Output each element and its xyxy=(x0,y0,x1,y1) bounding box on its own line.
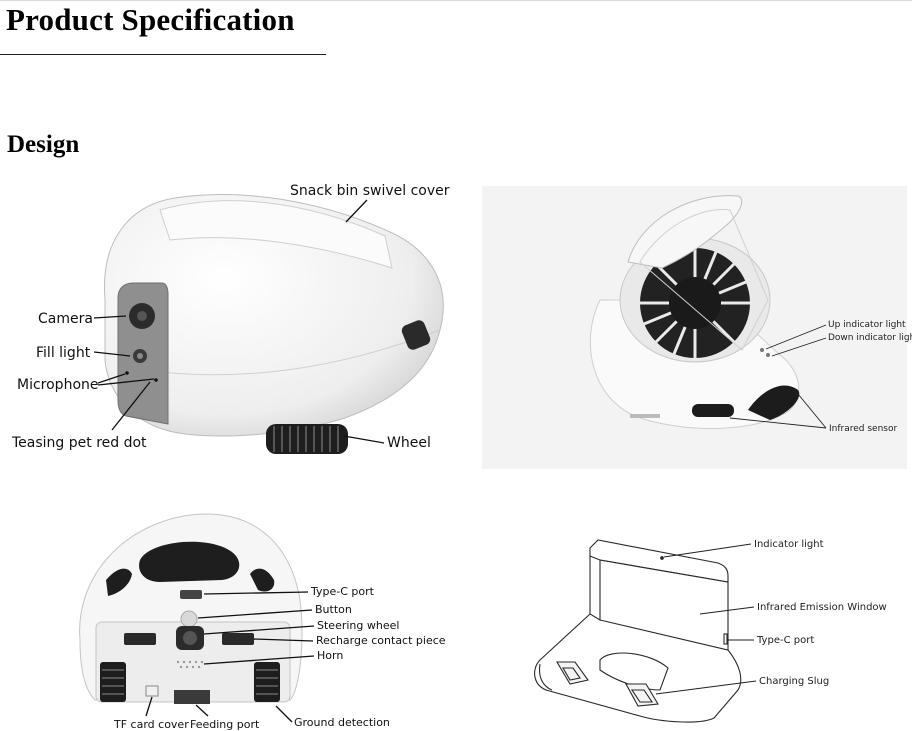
label-feeding-port: Feeding port xyxy=(190,718,260,731)
title-underline xyxy=(0,54,326,55)
leader-button xyxy=(197,609,313,619)
label-down-indicator-light: Down indicator light xyxy=(828,333,912,343)
figure-dock-view: Indicator light Infrared Emission Window… xyxy=(534,539,887,723)
label-type-c-port: Type-C port xyxy=(310,585,375,598)
leader-indicator-light xyxy=(663,543,752,558)
leader-steering-wheel xyxy=(203,625,315,635)
label-wheel: Wheel xyxy=(387,435,431,451)
leader-feeding-port xyxy=(195,704,209,717)
leader-snack-bin xyxy=(345,199,368,223)
leader-camera xyxy=(93,315,127,319)
label-ground-detection: Ground detection xyxy=(294,716,390,729)
label-up-indicator-light: Up indicator light xyxy=(828,320,906,330)
label-tf-card-cover: TF card cover xyxy=(113,718,189,731)
robot-bottom-image xyxy=(79,513,303,704)
leader-microphone-2 xyxy=(97,378,155,386)
label-horn: Horn xyxy=(317,649,343,662)
leader-ground-detection xyxy=(275,705,293,723)
label-steering-wheel: Steering wheel xyxy=(317,619,399,632)
section-heading-design: Design xyxy=(7,131,80,158)
figure-bottom-view: Type-C port Button Steering wheel Rechar… xyxy=(79,513,446,731)
label-camera: Camera xyxy=(38,311,93,327)
leader-tf-card xyxy=(145,696,153,717)
label-fill-light: Fill light xyxy=(36,345,91,361)
robot-front-image xyxy=(103,194,444,454)
label-charging-slug: Charging Slug xyxy=(759,676,829,687)
leader-recharge-contact xyxy=(253,638,314,642)
page-title: Product Specification xyxy=(6,2,295,37)
leader-microphone xyxy=(97,373,126,384)
leader-horn xyxy=(203,655,315,665)
label-infrared-sensor: Infrared sensor xyxy=(829,424,897,434)
label-teasing-pet-red-dot: Teasing pet red dot xyxy=(11,435,147,451)
figure-open-view: Up indicator light Down indicator light … xyxy=(482,186,912,469)
robot-open-image xyxy=(589,195,800,429)
leader-charging-slug xyxy=(655,680,757,695)
leader-infrared-sensor-1 xyxy=(797,393,827,429)
leader-infrared-sensor-2 xyxy=(729,417,827,429)
leader-type-c-port xyxy=(203,591,309,595)
label-snack-bin-swivel-cover: Snack bin swivel cover xyxy=(290,183,450,199)
leader-wheel xyxy=(343,435,385,444)
leader-down-indicator xyxy=(771,337,827,357)
leader-up-indicator xyxy=(765,324,827,350)
figure-front-view: Snack bin swivel cover Camera Fill light… xyxy=(11,183,450,454)
label-dock-type-c-port: Type-C port xyxy=(756,635,814,646)
charging-dock-image xyxy=(534,539,742,723)
top-rule xyxy=(0,0,912,1)
label-microphone: Microphone xyxy=(17,377,99,393)
label-button: Button xyxy=(315,603,352,616)
leader-fill-light xyxy=(93,351,131,357)
label-indicator-light: Indicator light xyxy=(754,539,824,550)
leader-ir-window xyxy=(699,606,755,615)
leader-red-dot xyxy=(111,381,151,431)
label-infrared-emission-window: Infrared Emission Window xyxy=(757,602,887,613)
label-recharge-contact-piece: Recharge contact piece xyxy=(316,634,446,647)
